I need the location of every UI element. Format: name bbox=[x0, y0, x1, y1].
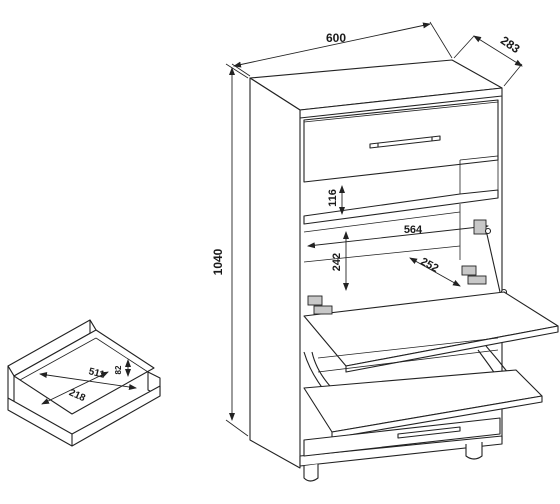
dim-1040: 1040 bbox=[211, 248, 225, 275]
dim-600: 600 bbox=[326, 31, 346, 45]
dim-252: 252 bbox=[418, 256, 440, 275]
flap-hinge-left bbox=[307, 295, 333, 315]
dim-82: 82 bbox=[114, 365, 123, 374]
top-drawer bbox=[303, 99, 499, 183]
flap-hinge-right bbox=[461, 265, 487, 285]
middle-compartment: 564 242 bbox=[303, 204, 508, 296]
dim-564: 564 bbox=[404, 224, 423, 236]
small-drawer bbox=[303, 417, 501, 457]
feet bbox=[303, 442, 483, 482]
drawer-tray-detail: 511 218 82 bbox=[7, 319, 161, 447]
cabinet-left-side bbox=[249, 77, 301, 469]
open-shelf: 116 bbox=[303, 155, 499, 225]
tilt-flap-upper: 252 bbox=[303, 256, 559, 373]
shelf-board bbox=[303, 189, 499, 225]
dimension-height: 1040 bbox=[211, 63, 249, 437]
shelf-back bbox=[459, 155, 499, 196]
cabinet-body bbox=[249, 59, 503, 469]
dim-116: 116 bbox=[327, 189, 339, 207]
dimension-width: 600 bbox=[231, 21, 453, 77]
dim-242: 242 bbox=[331, 253, 343, 271]
top-drawer-handle bbox=[369, 135, 441, 149]
cabinet-plinth bbox=[299, 435, 503, 467]
small-drawer-handle bbox=[397, 426, 461, 439]
tilt-flap-lower bbox=[303, 369, 543, 439]
